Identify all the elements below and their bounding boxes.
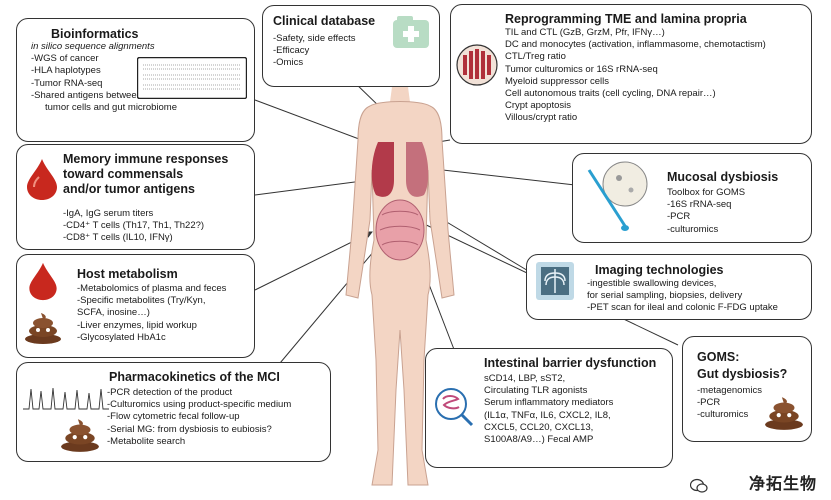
blood-drop-icon xyxy=(27,159,57,200)
mucosal-line: -PCR xyxy=(667,211,691,223)
reprogramming-line: Cell autonomous traits (cell cycling, DN… xyxy=(505,88,716,100)
clinical-line: -Omics xyxy=(273,57,304,69)
bioinformatics-title: Bioinformatics xyxy=(51,27,139,41)
poop-icon xyxy=(25,313,61,344)
sequence-alignment-icon xyxy=(137,57,247,99)
mucosal-lines: Toolbox for GOMS -16S rRNA-seq -PCR -cul… xyxy=(667,187,745,236)
panel-memory-immune: Memory immune responses toward commensal… xyxy=(16,144,255,250)
panel-clinical-database: Clinical database -Safety, side effects … xyxy=(262,5,440,87)
poop-icon xyxy=(61,419,99,452)
panel-goms: GOMS: Gut dysbiosis? -metagenomics -PCR … xyxy=(682,336,812,442)
clinical-line: -Efficacy xyxy=(273,45,310,57)
memory-title-line: toward commensals xyxy=(63,167,184,181)
memory-line: -CD4⁺ T cells (Th17, Th1, Th22?) xyxy=(63,220,205,232)
reprogramming-lines: TIL and CTL (GzB, GrzM, Pfr, IFNγ…) DC a… xyxy=(505,27,766,125)
bioinformatics-line: in silico sequence alignments xyxy=(31,41,155,52)
xray-icon xyxy=(536,262,574,300)
imaging-title: Imaging technologies xyxy=(595,263,724,277)
barrier-line: S100A8/A9…) Fecal AMP xyxy=(484,434,594,446)
chromatogram-icon xyxy=(23,387,109,410)
mucosal-line: -16S rRNA-seq xyxy=(667,199,732,211)
imaging-line: -PET scan for ileal and colonic F-FDG up… xyxy=(587,302,778,314)
swab-petri-icon xyxy=(587,161,648,231)
goms-title-line: GOMS: xyxy=(697,350,740,364)
reprogramming-line: DC and monocytes (activation, inflammaso… xyxy=(505,39,766,51)
imaging-line: -ingestible swallowing devices, xyxy=(587,278,717,289)
bioinformatics-lines: in silico sequence alignments -WGS of ca… xyxy=(31,41,177,114)
blood-drop-icon xyxy=(29,262,57,301)
barrier-line: Circulating TLR agonists xyxy=(484,385,588,397)
reprogramming-line: Crypt apoptosis xyxy=(505,100,572,112)
mucosal-title: Mucosal dysbiosis xyxy=(667,170,779,184)
tumor-tissue-icon xyxy=(456,44,498,86)
host-metabolism-line: -Metabolomics of plasma and feces xyxy=(77,283,227,294)
watermark-text: 净拓生物 xyxy=(748,476,817,493)
memory-title-line: and/or tumor antigens xyxy=(63,182,195,196)
mucosal-line: -culturomics xyxy=(667,223,719,235)
reprogramming-title: Reprogramming TME and lamina propria xyxy=(505,12,747,26)
memory-line: -IgA, IgG serum titers xyxy=(63,208,154,219)
barrier-line: (IL1α, TNFα, IL6, CXCL2, IL8, xyxy=(484,409,611,421)
goms-title-line: Gut dysbiosis? xyxy=(697,367,788,381)
pharmacokinetics-line: -Metabolite search xyxy=(107,435,186,447)
intestines xyxy=(375,199,425,261)
bioinformatics-line: -HLA haplotypes xyxy=(31,65,101,77)
goms-line: -metagenomics xyxy=(697,385,762,396)
memory-line: -CD8⁺ T cells (IL10, IFNγ) xyxy=(63,232,173,244)
panel-pharmacokinetics: Pharmacokinetics of the MCI -PCR detecti… xyxy=(16,362,331,462)
host-metabolism-lines: -Metabolomics of plasma and feces -Speci… xyxy=(77,283,226,344)
host-metabolism-line: -Liver enzymes, lipid workup xyxy=(77,319,197,331)
reprogramming-line: Myeloid suppressor cells xyxy=(505,75,610,87)
pharmacokinetics-line: -Culturomics using product-specific medi… xyxy=(107,399,292,411)
memory-lines: -IgA, IgG serum titers -CD4⁺ T cells (Th… xyxy=(63,208,204,245)
poop-icon xyxy=(765,397,803,430)
reprogramming-line: Villous/crypt ratio xyxy=(505,112,578,124)
pharmacokinetics-line: -PCR detection of the product xyxy=(107,387,233,398)
host-metabolism-line: -Glycosylated HbA1c xyxy=(77,331,166,343)
panel-host-metabolism: Host metabolism -Metabolomics of plasma … xyxy=(16,254,255,358)
barrier-line: sCD14, LBP, sST2, xyxy=(484,373,566,384)
pharmacokinetics-lines: -PCR detection of the product -Culturomi… xyxy=(107,387,291,448)
panel-intestinal-barrier: Intestinal barrier dysfunction sCD14, LB… xyxy=(425,348,673,468)
pharmacokinetics-line: -Flow cytometric fecal follow-up xyxy=(107,411,240,423)
bioinformatics-line: -WGS of cancer xyxy=(31,53,99,65)
barrier-line: Serum inflammatory mediators xyxy=(484,397,614,409)
reprogramming-line: TIL and CTL (GzB, GrzM, Pfr, IFNγ…) xyxy=(505,27,665,38)
panel-mucosal-dysbiosis: Mucosal dysbiosis Toolbox for GOMS -16S … xyxy=(572,153,812,243)
host-metabolism-line: SCFA, inosine…) xyxy=(77,307,150,319)
reprogramming-line: CTL/Treg ratio xyxy=(505,51,566,63)
reprogramming-line: Tumor culturomics or 16S rRNA-seq xyxy=(505,63,658,75)
barrier-line: CXCL5, CCL20, CXCL13, xyxy=(484,421,594,433)
imaging-line: for serial sampling, biopsies, delivery xyxy=(587,290,743,302)
host-metabolism-title: Host metabolism xyxy=(77,267,178,281)
wechat-logo-icon xyxy=(690,478,708,493)
imaging-lines: -ingestible swallowing devices, for seri… xyxy=(587,278,778,315)
bioinformatics-line: -Shared antigens between xyxy=(31,89,142,101)
goms-line: -culturomics xyxy=(697,409,749,421)
bioinformatics-line: tumor cells and gut microbiome xyxy=(45,102,177,114)
host-metabolism-line: -Specific metabolites (Try/Kyn, xyxy=(77,295,206,307)
pharmacokinetics-line: -Serial MG: from dysbiosis to eubiosis? xyxy=(107,423,272,435)
goms-lines: -metagenomics -PCR -culturomics xyxy=(697,385,762,422)
clinical-lines: -Safety, side effects -Efficacy -Omics xyxy=(273,33,356,70)
memory-title-line: Memory immune responses xyxy=(63,152,229,166)
clinical-line: -Safety, side effects xyxy=(273,33,356,44)
clinical-title: Clinical database xyxy=(273,14,376,28)
barrier-lines: sCD14, LBP, sST2, Circulating TLR agonis… xyxy=(484,373,613,446)
panel-bioinformatics: Bioinformatics in silico sequence alignm… xyxy=(16,18,255,142)
goms-title: GOMS: Gut dysbiosis? xyxy=(697,349,787,383)
mucosal-line: Toolbox for GOMS xyxy=(667,187,746,198)
panel-reprogramming-tme: Reprogramming TME and lamina propria TIL… xyxy=(450,4,812,144)
memory-title: Memory immune responses toward commensal… xyxy=(63,152,228,197)
panel-imaging-technologies: Imaging technologies -ingestible swallow… xyxy=(526,254,812,320)
goms-line: -PCR xyxy=(697,397,721,409)
bioinformatics-line: -Tumor RNA-seq xyxy=(31,77,103,89)
pharmacokinetics-title: Pharmacokinetics of the MCI xyxy=(109,370,280,384)
medical-folder-icon xyxy=(393,16,429,48)
barrier-title: Intestinal barrier dysfunction xyxy=(484,356,657,370)
lungs xyxy=(371,142,429,197)
gut-magnifier-icon xyxy=(435,388,474,427)
